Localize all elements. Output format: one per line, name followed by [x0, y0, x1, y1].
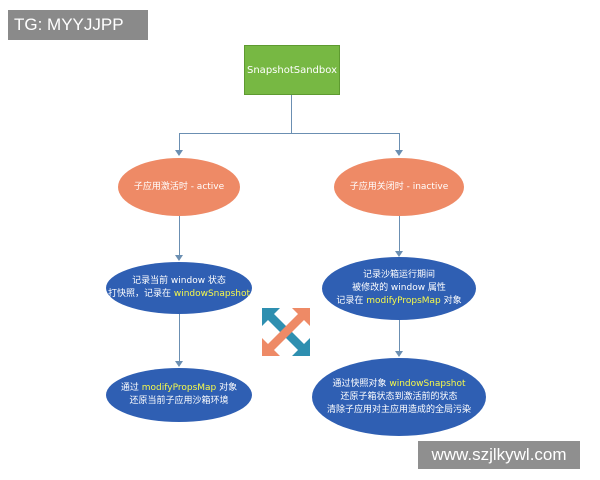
root-node-snapshot-sandbox: SnapshotSandbox	[244, 45, 340, 95]
left-state-label: 子应用激活时 - active	[133, 181, 225, 192]
left-step2-line1-highlight: modifyPropsMap	[141, 383, 217, 393]
arrow-left-step1	[175, 255, 183, 261]
right-step1-line3-prefix: 记录在	[336, 296, 367, 306]
connector-right-state-step1	[399, 216, 400, 252]
right-step1-line1: 记录沙箱运行期间	[362, 270, 435, 280]
right-step1-line3-suffix: 对象	[440, 296, 462, 306]
connector-left-state-step1	[179, 216, 180, 256]
left-step1-record-snapshot: 记录当前 window 状态 打快照，记录在 windowSnapshot	[106, 262, 252, 314]
right-state-inactive: 子应用关闭时 - inactive	[334, 158, 464, 216]
arrow-left-state	[175, 150, 183, 156]
connector-left-step1-step2	[179, 314, 180, 362]
left-step2-line1-suffix: 对象	[216, 383, 238, 393]
site-watermark: www.szjlkywl.com	[418, 441, 580, 469]
left-step2-line1: 通过 modifyPropsMap 对象	[121, 382, 237, 395]
left-step2-line1-prefix: 通过	[120, 383, 142, 393]
connector-right-step1-step2	[399, 320, 400, 352]
right-step1-line3-highlight: modifyPropsMap	[366, 296, 441, 306]
right-step2-line3: 清除子应用对主应用造成的全局污染	[326, 404, 471, 415]
arrow-left-step2	[175, 361, 183, 367]
arrow-right-state	[395, 150, 403, 156]
right-step2-line1: 通过快照对象 windowSnapshot	[332, 378, 465, 391]
right-step1-line3: 记录在 modifyPropsMap 对象	[336, 295, 461, 308]
connector-horizontal	[179, 133, 400, 134]
arrow-right-step1	[395, 251, 403, 257]
connector-root-down	[291, 95, 292, 133]
connector-right-drop	[399, 133, 400, 151]
left-step1-line1: 记录当前 window 状态	[132, 276, 226, 286]
left-step2-line2: 还原当前子应用沙箱环境	[129, 396, 229, 406]
right-step1-record-props: 记录沙箱运行期间 被修改的 window 属性 记录在 modifyPropsM…	[322, 257, 476, 320]
right-step2-restore-clear: 通过快照对象 windowSnapshot 还原子箱状态到激活前的状态 清除子应…	[312, 358, 486, 436]
left-step1-line2-prefix: 打快照，记录在	[107, 289, 174, 299]
left-step2-restore: 通过 modifyPropsMap 对象 还原当前子应用沙箱环境	[106, 368, 252, 422]
right-step2-line2: 还原子箱状态到激活前的状态	[340, 391, 458, 402]
connector-left-drop	[179, 133, 180, 151]
right-step1-line2: 被修改的 window 属性	[352, 283, 446, 293]
left-step1-line2-highlight: windowSnapshot	[173, 289, 251, 299]
crossed-arrows-logo-icon	[262, 308, 310, 356]
tg-tag: TG: MYYJJPP	[8, 10, 148, 40]
right-step2-line1-prefix: 通过快照对象	[332, 378, 390, 389]
left-step1-line2: 打快照，记录在 windowSnapshot	[108, 288, 250, 301]
right-step2-line1-highlight: windowSnapshot	[389, 378, 466, 389]
right-state-label: 子应用关闭时 - inactive	[349, 181, 449, 192]
left-state-active: 子应用激活时 - active	[118, 158, 240, 216]
arrow-right-step2	[395, 351, 403, 357]
